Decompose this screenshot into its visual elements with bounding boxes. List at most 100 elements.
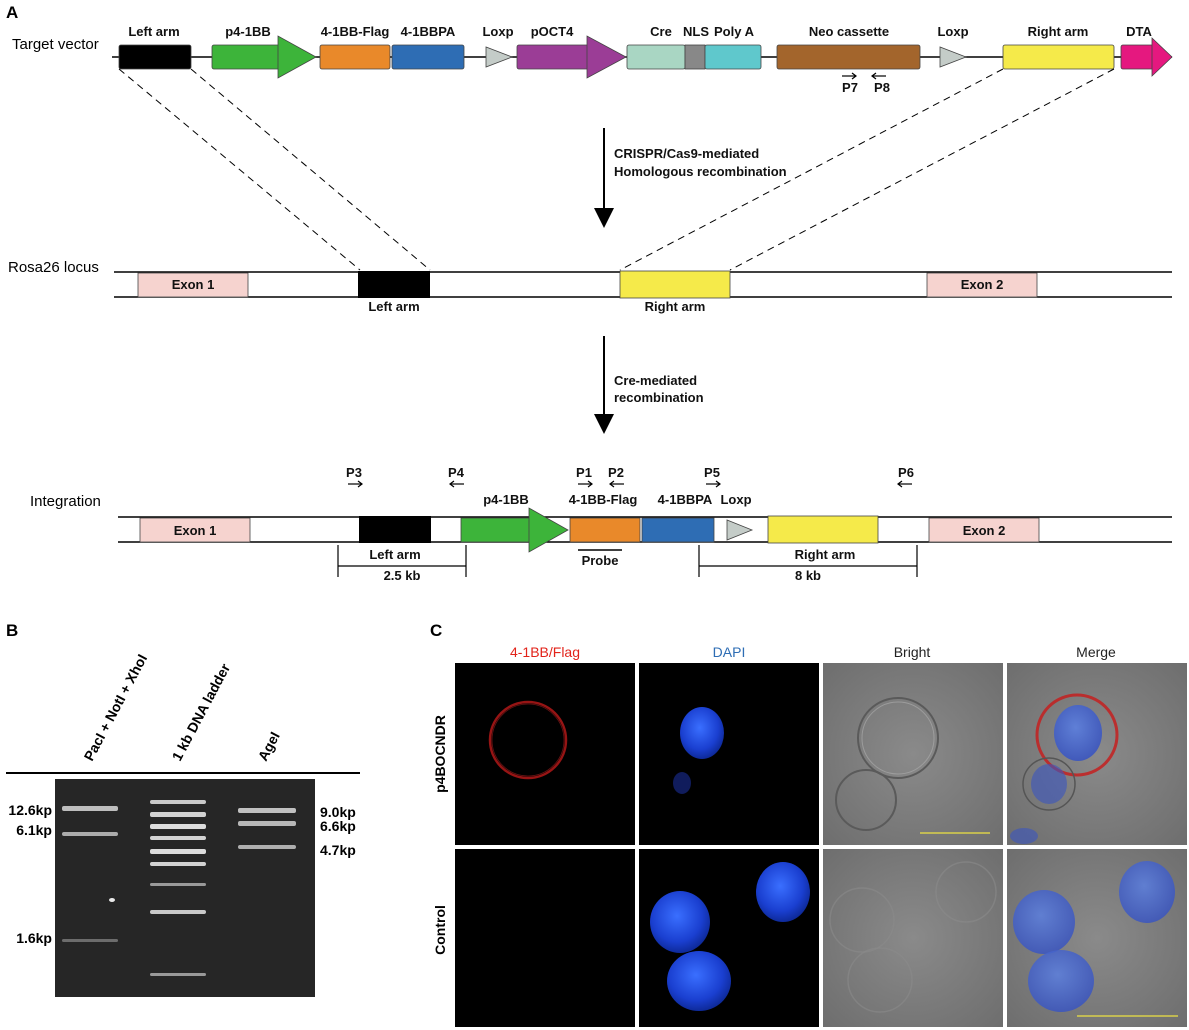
tv-neo-label: Neo cassette — [809, 24, 889, 39]
micro-r1-merge-nucleus — [1054, 705, 1102, 761]
rosa26-exon2-box — [926, 272, 1038, 298]
int-flag-box — [569, 517, 641, 543]
target-vector-elements — [118, 35, 1173, 79]
tv-bbpa-label: 4-1BBPA — [401, 24, 456, 39]
rosa26-title: Rosa26 locus — [8, 259, 99, 276]
homology-dashed-lines — [118, 68, 1115, 271]
rosa26-right-arm-label: Right arm — [645, 299, 706, 314]
primer-p4-label: P4 — [448, 465, 465, 480]
micro-r2-bright-cell2 — [935, 861, 997, 923]
tv-poct4-label: pOCT4 — [531, 24, 574, 39]
micro-col-merge: Merge — [1076, 644, 1116, 660]
rosa26-left-arm-box — [358, 271, 430, 298]
micro-col-dapi: DAPI — [713, 644, 746, 660]
panel-b-letter: B — [6, 621, 18, 640]
primer-p7-arrow — [842, 72, 857, 80]
micro-row-p4bocndr: p4BOCNDR — [432, 715, 448, 793]
gel-lane3-bands — [238, 808, 296, 849]
micro-r1-dapi-panel — [639, 663, 819, 845]
int-exon1-label: Exon 1 — [174, 523, 217, 538]
probe-label: Probe — [582, 553, 619, 568]
primer-p6-arrow — [897, 480, 912, 488]
tv-loxp2-triangle — [939, 46, 968, 68]
right-arm-bracket — [698, 545, 918, 577]
micro-r1-merge-ring — [1035, 693, 1119, 777]
int-exon2-label: Exon 2 — [963, 523, 1006, 538]
left-arm-size: 2.5 kb — [384, 568, 421, 583]
step1-line1: CRISPR/Cas9-mediated — [614, 146, 759, 161]
micro-col-bright: Bright — [894, 644, 931, 660]
step2-line1: Cre-mediated — [614, 373, 697, 388]
tv-loxp1-label: Loxp — [482, 24, 513, 39]
panel-a-letter: A — [6, 3, 18, 22]
left-arm-bracket-label: Left arm — [369, 547, 420, 562]
primer-p5-label: P5 — [704, 465, 720, 480]
rosa26-exon1-box — [137, 272, 249, 298]
step2-line2: recombination — [614, 390, 704, 405]
micro-r2-bright-cell3 — [847, 947, 913, 1013]
micro-row-control: Control — [432, 905, 448, 955]
gel-marker-1-6: 1.6kp — [16, 930, 52, 946]
gel-marker-9-0: 9.0kp — [320, 804, 356, 820]
gel-marker-6-6: 6.6kp — [320, 818, 356, 834]
int-left-arm-box — [359, 516, 431, 543]
gel-marker-6-1: 6.1kp — [16, 822, 52, 838]
tv-p4-1bb-arrow — [277, 35, 317, 79]
tv-loxp1-triangle — [485, 46, 514, 68]
int-exon2-box — [928, 517, 1040, 543]
tv-flag-label: 4-1BB-Flag — [321, 24, 390, 39]
gel-marker-12-6: 12.6kp — [8, 802, 52, 818]
tv-p4-1bb-label: p4-1BB — [225, 24, 271, 39]
tv-cre-label: Cre — [650, 24, 672, 39]
micro-r1-dapi-nucleus-faint — [673, 772, 691, 794]
primer-p1-arrow — [578, 480, 593, 488]
tv-polya-label: Poly A — [714, 24, 755, 39]
micro-r1-bright-cell2 — [835, 769, 897, 831]
micro-r2-merge-nucleus3 — [1028, 950, 1094, 1012]
right-arm-size: 8 kb — [795, 568, 821, 583]
tv-loxp2-label: Loxp — [937, 24, 968, 39]
int-p4-1bb-arrow — [528, 507, 569, 553]
primer-p6-label: P6 — [898, 465, 914, 480]
step1-line2: Homologous recombination — [614, 164, 787, 179]
tv-cre-box — [626, 44, 686, 70]
micro-r2-dapi-nucleus1 — [650, 891, 710, 953]
micro-r2-dapi-nucleus3 — [667, 951, 731, 1011]
tv-dta-label: DTA — [1126, 24, 1152, 39]
tv-bbpa-box — [391, 44, 465, 70]
step2-arrowhead — [594, 414, 614, 434]
tv-polya-box — [704, 44, 762, 70]
int-p4-1bb-label: p4-1BB — [483, 492, 529, 507]
int-flag-label: 4-1BB-Flag — [569, 492, 638, 507]
rosa26-exon2-label: Exon 2 — [961, 277, 1004, 292]
micro-r2-bright-cell1 — [829, 887, 895, 953]
tv-flag-box — [319, 44, 391, 70]
gel-lane2-label: 1 kb DNA ladder — [169, 660, 234, 763]
gel-ladder-bands — [150, 800, 206, 976]
int-loxp-label: Loxp — [720, 492, 751, 507]
int-exon1-box — [139, 517, 251, 543]
primer-p4-arrow — [449, 480, 464, 488]
micro-r1-dapi-nucleus — [680, 707, 724, 759]
gel-lane1-label: PacI + NotI + XhoI — [81, 651, 151, 763]
micro-r2-merge-nucleus2 — [1119, 861, 1175, 923]
primer-p1-label: P1 — [576, 465, 592, 480]
micro-r1-flag-panel — [455, 663, 635, 845]
primer-p5-arrow — [706, 480, 721, 488]
tv-right-arm-box — [1002, 44, 1115, 70]
rosa26-left-arm-label: Left arm — [368, 299, 419, 314]
int-bbpa-box — [641, 517, 715, 543]
primer-p2-label: P2 — [608, 465, 624, 480]
rosa26-exon1-label: Exon 1 — [172, 277, 215, 292]
target-vector-title: Target vector — [12, 36, 99, 53]
integration-title: Integration — [30, 493, 101, 510]
gel-marker-4-7: 4.7kp — [320, 842, 356, 858]
micro-r1-bright-panel — [823, 663, 1003, 845]
tv-p4-1bb-box — [211, 44, 281, 70]
int-right-arm-box — [767, 515, 879, 544]
primer-p2-arrow — [609, 480, 624, 488]
micro-r1-flag-ring — [488, 700, 568, 780]
tv-neo-box — [776, 44, 921, 70]
right-arm-bracket-label: Right arm — [795, 547, 856, 562]
